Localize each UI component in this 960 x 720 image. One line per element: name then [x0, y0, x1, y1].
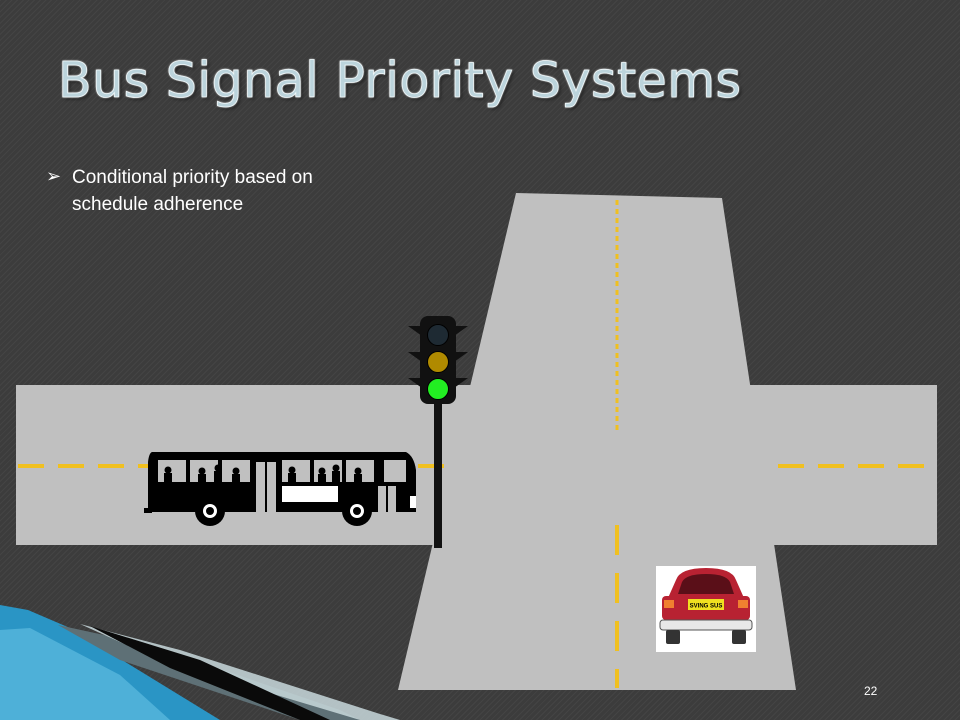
arrow-bullet-icon: ➢	[46, 166, 62, 186]
signal-red-light	[427, 324, 449, 346]
signal-green-light	[427, 378, 449, 400]
bus-silhouette-icon	[144, 452, 416, 526]
traffic-signal	[408, 316, 468, 548]
signal-pole	[434, 398, 442, 548]
bullet-text: Conditional priority based on schedule a…	[72, 167, 313, 215]
decorative-swoosh	[0, 605, 400, 720]
signal-yellow-light	[427, 351, 449, 373]
car-rear-icon: SVING SUS	[656, 566, 756, 652]
page-number: 22	[864, 684, 878, 698]
car-plate-text: SVING SUS	[690, 604, 723, 610]
slide-title: Bus Signal Priority Systems	[58, 52, 742, 110]
